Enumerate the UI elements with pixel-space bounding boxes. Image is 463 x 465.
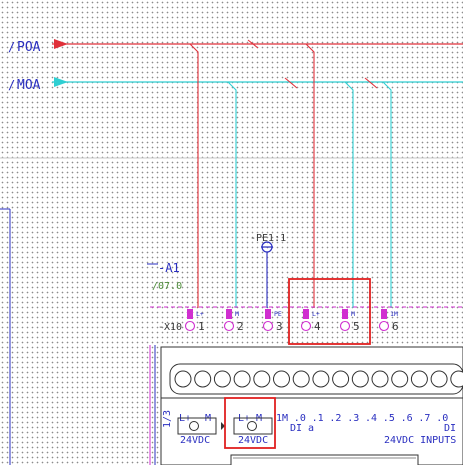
module-lower-housing: [230, 454, 419, 465]
terminal-1-marker: [187, 309, 193, 319]
wire-jump-poa-1: [247, 39, 259, 49]
module-pin: [430, 370, 448, 388]
rail-moa-arrow: [54, 77, 68, 87]
module-pin: [273, 370, 290, 388]
rail-poa-prefix: /: [8, 40, 15, 54]
module-pin: [410, 370, 428, 388]
terminal-2-circle: [223, 320, 235, 332]
plc-module: 1/3 L+ M 24VDC L+ M 24VDC 1M.0.1.2.3.4.5…: [149, 345, 463, 465]
rail-poa-arrow: [54, 39, 68, 49]
supply2-source-icon: [247, 421, 257, 431]
pe-ground-symbol[interactable]: -PE1:1: [250, 233, 286, 308]
terminal-5-marker: [342, 309, 348, 319]
wire-jump-moa-2: [364, 77, 378, 89]
connector-label: -X10: [158, 322, 182, 333]
module-side-label: 1/3: [162, 410, 173, 428]
terminal-5-number: 5: [353, 320, 360, 333]
device-sublabel: /07.0: [152, 281, 182, 292]
wire-m-5[interactable]: [344, 81, 354, 308]
supply1-arrow-icon: [221, 422, 225, 430]
terminal-3-number: 3: [276, 320, 283, 333]
terminal-5-circle: [339, 320, 351, 332]
terminal-4[interactable]: L+ 4: [300, 309, 322, 333]
module-pin: [194, 370, 212, 388]
di-terminal-labels: 1M .0 .1 .2 .3 .4 .5 .6 .7 .0: [276, 413, 448, 424]
pe-label: -PE1:1: [250, 233, 286, 244]
terminal-2-number: 2: [237, 320, 244, 333]
module-pin: [332, 370, 350, 388]
wire-jump-moa-1: [284, 77, 298, 89]
terminal-6-circle: [378, 320, 390, 332]
module-terminal-pins: [174, 370, 463, 388]
module-pin: [233, 370, 251, 388]
supply2-box[interactable]: [233, 417, 273, 435]
module-pin: [450, 370, 463, 388]
terminal-3-circle: [262, 320, 274, 332]
di-terminal-label: .0: [436, 413, 448, 424]
di-terminal-label: .1: [312, 413, 324, 424]
terminal-4-tag: L+: [312, 310, 320, 318]
module-pin: [253, 370, 271, 388]
terminal-4-marker: [303, 309, 309, 319]
wire-m-2[interactable]: [227, 81, 237, 308]
highlight-box-terminals: [288, 278, 371, 345]
device-label[interactable]: -A1: [158, 261, 180, 275]
drop-wires: [189, 39, 392, 308]
highlight-box-supply: [224, 397, 276, 449]
rail-moa-label[interactable]: MOA: [17, 78, 41, 93]
terminal-3[interactable]: PE 3: [262, 309, 283, 333]
wire-l-plus-4[interactable]: [305, 43, 315, 308]
di-terminal-label: .7: [418, 413, 430, 424]
module-pin: [312, 370, 330, 388]
terminal-3-tag: PE: [274, 310, 282, 318]
terminal-4-circle: [300, 320, 312, 332]
terminal-3-marker: [265, 309, 271, 319]
supply1-source-icon: [189, 421, 199, 431]
terminal-1-number: 1: [198, 320, 205, 333]
di-terminal-label: .2: [329, 413, 341, 424]
wire-1m-6[interactable]: [382, 81, 392, 308]
rail-moa: / MOA: [8, 77, 463, 93]
di-terminal-label: .0: [294, 413, 306, 424]
terminal-1[interactable]: L+ 1: [184, 309, 205, 333]
terminal-2-marker: [226, 309, 232, 319]
rail-poa-label[interactable]: POA: [17, 40, 41, 55]
terminal-1-tag: L+: [196, 310, 204, 318]
terminal-4-number: 4: [314, 320, 321, 333]
di-right-label: DI: [444, 423, 456, 434]
module-pin: [351, 370, 369, 388]
terminal-5[interactable]: M5: [339, 309, 360, 333]
rail-poa: / POA: [8, 39, 463, 55]
terminal-6-number: 6: [392, 320, 399, 333]
di-a-label: DI a: [290, 423, 314, 434]
terminal-6-marker: [381, 309, 387, 319]
terminal-5-tag: M: [351, 310, 355, 318]
di-terminal-label: 1M: [276, 413, 288, 424]
di-terminal-label: .4: [365, 413, 377, 424]
supply1-box[interactable]: [177, 417, 217, 435]
di-terminal-label: .5: [383, 413, 395, 424]
terminal-6[interactable]: 1M6: [378, 309, 399, 333]
terminal-2[interactable]: M2: [223, 309, 244, 333]
module-pin: [292, 370, 310, 388]
wire-l-plus-1[interactable]: [189, 43, 199, 308]
module-pin: [213, 370, 231, 388]
module-pin: [371, 370, 389, 388]
terminal-1-circle: [184, 320, 196, 332]
di-terminal-label: .3: [347, 413, 359, 424]
supply2-caption: 24VDC: [238, 435, 268, 446]
rail-moa-prefix: /: [8, 78, 15, 92]
module-pin: [174, 370, 192, 388]
di-terminal-label: .6: [401, 413, 413, 424]
module-pin: [391, 370, 409, 388]
terminal-6-tag: 1M: [390, 310, 398, 318]
terminal-2-tag: M: [235, 310, 239, 318]
supply1-caption: 24VDC: [180, 435, 210, 446]
inputs-caption: 24VDC INPUTS: [384, 435, 456, 446]
